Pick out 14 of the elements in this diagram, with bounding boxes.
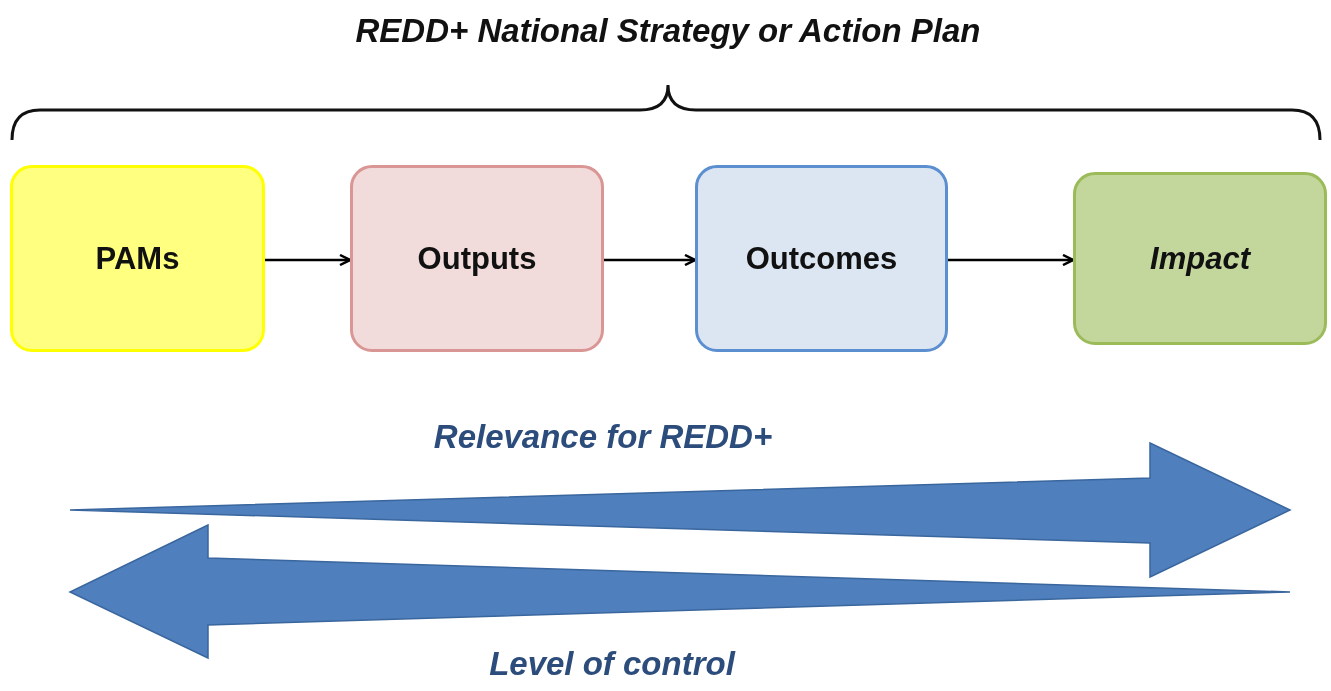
- process-box: [10, 165, 265, 352]
- process-box: [1073, 172, 1327, 345]
- arrow-caption: Level of control: [489, 645, 735, 683]
- box-label: Impact: [1150, 240, 1250, 277]
- arrow: [604, 253, 697, 267]
- box-label: PAMs: [95, 240, 180, 277]
- diagram-title: REDD+ National Strategy or Action Plan: [355, 12, 981, 50]
- arrow: [948, 253, 1075, 267]
- process-box: [695, 165, 948, 352]
- arrow: [265, 253, 352, 267]
- arrow-caption: Relevance for REDD+: [433, 418, 773, 456]
- process-box: [350, 165, 604, 352]
- box-label: Outcomes: [745, 240, 898, 277]
- box-label: Outputs: [417, 240, 537, 277]
